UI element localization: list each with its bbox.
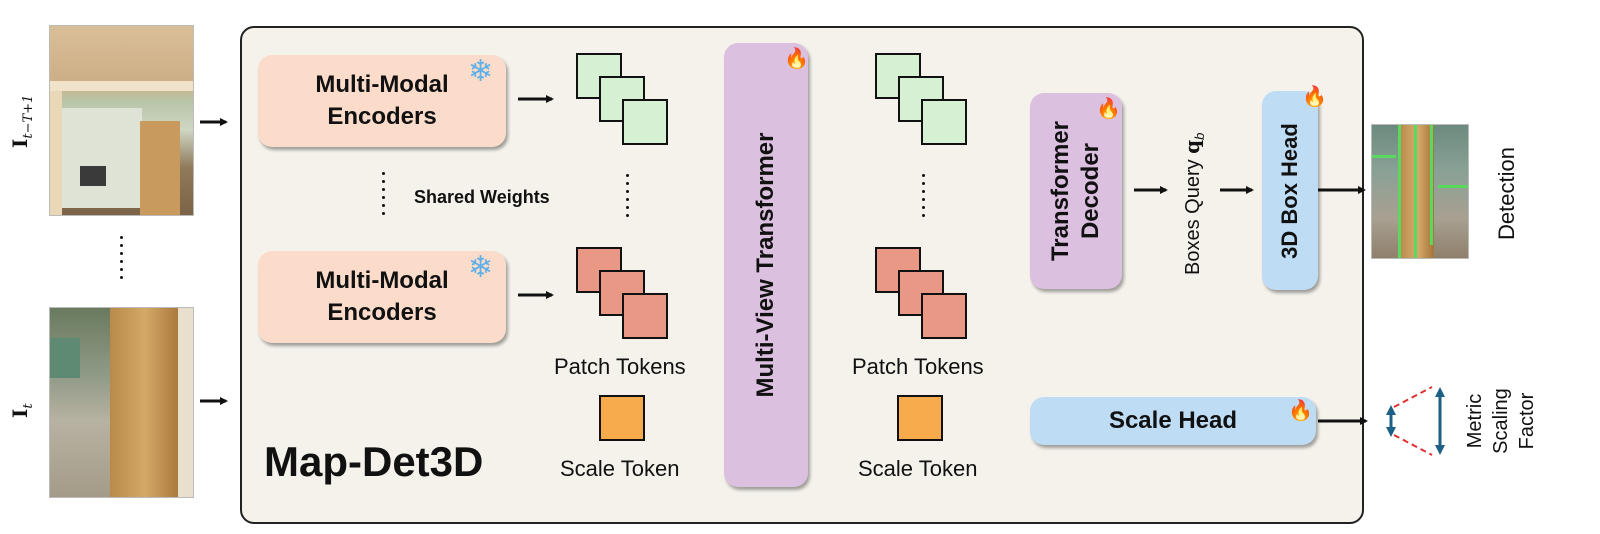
patch-token-green bbox=[921, 99, 967, 145]
snowflake-icon: ❄ bbox=[468, 251, 494, 284]
encoder-bottom: Multi-Modal Encoders bbox=[258, 251, 506, 343]
tokens-ellipsis bbox=[922, 174, 926, 222]
panel-title: Map-Det3D bbox=[264, 438, 484, 485]
encoder-bottom-label: Multi-Modal Encoders bbox=[315, 267, 449, 326]
scale-token-label-right: Scale Token bbox=[858, 456, 978, 481]
input-frame-top bbox=[49, 25, 194, 216]
patch-tokens-label-right: Patch Tokens bbox=[852, 354, 984, 379]
encoder-top: Multi-Modal Encoders bbox=[258, 55, 506, 147]
patch-token-green bbox=[622, 99, 668, 145]
tokens-ellipsis bbox=[626, 174, 630, 222]
transformer-decoder: Transformer Decoder bbox=[1030, 93, 1122, 289]
flame-icon: 🔥 bbox=[1288, 400, 1313, 422]
encoder-top-label: Multi-Modal Encoders bbox=[315, 71, 449, 130]
snowflake-icon: ❄ bbox=[468, 55, 494, 88]
scale-token-label-left: Scale Token bbox=[560, 456, 680, 481]
patch-token-red bbox=[622, 293, 668, 339]
patch-tokens-label-left: Patch Tokens bbox=[554, 354, 686, 379]
patch-token-red bbox=[921, 293, 967, 339]
scale-token-right bbox=[897, 395, 943, 441]
detection-image bbox=[1371, 124, 1469, 259]
dashed-line-top bbox=[1393, 386, 1433, 408]
flame-icon: 🔥 bbox=[784, 48, 809, 70]
multi-view-transformer: Multi-View Transformer bbox=[724, 43, 808, 487]
flame-icon: 🔥 bbox=[1302, 86, 1327, 108]
frames-ellipsis bbox=[120, 236, 124, 284]
flame-icon: 🔥 bbox=[1096, 98, 1121, 120]
shared-weights-label: Shared Weights bbox=[414, 187, 550, 207]
scale-head-label: Scale Head bbox=[1108, 407, 1238, 434]
encoders-ellipsis bbox=[382, 172, 386, 220]
3d-box-head: 3D Box Head bbox=[1262, 91, 1318, 290]
dashed-line-bottom bbox=[1393, 434, 1433, 456]
input-frame-bottom bbox=[49, 307, 194, 498]
scale-head: Scale Head bbox=[1030, 397, 1316, 445]
scale-token-left bbox=[599, 395, 645, 441]
